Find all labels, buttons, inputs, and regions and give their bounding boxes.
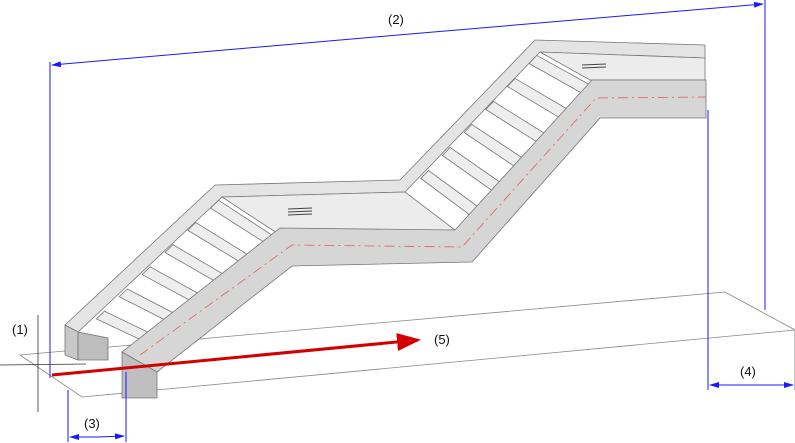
dimension-3	[67, 372, 127, 442]
grating-icon	[287, 63, 607, 216]
origin-crosshair	[0, 315, 87, 412]
step	[506, 77, 571, 121]
ground-plane	[18, 291, 795, 398]
label-1: (1)	[12, 322, 28, 337]
dimension-2	[49, 0, 766, 378]
label-5: (5)	[434, 332, 450, 347]
front-stringer	[121, 79, 707, 399]
label-2: (2)	[388, 12, 404, 27]
landings	[220, 51, 706, 236]
label-4: (4)	[740, 364, 756, 379]
dimension-4	[707, 110, 795, 390]
direction-arrow	[51, 333, 421, 377]
back-stringer	[64, 39, 706, 361]
label-3: (3)	[84, 416, 100, 431]
steps	[95, 54, 593, 346]
